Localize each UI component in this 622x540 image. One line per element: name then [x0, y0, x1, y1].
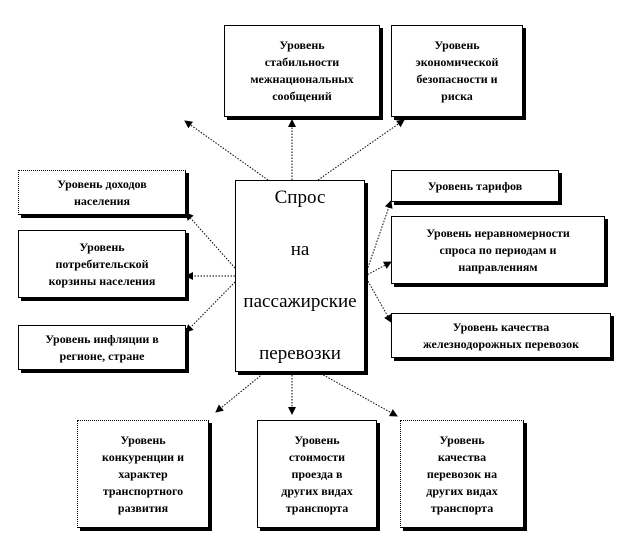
node-stability: Уровень стабильности межнациональных соо… [224, 25, 380, 117]
arrow-to-uneven-demand [364, 261, 392, 277]
node-rail-quality: Уровень качества железнодорожных перевоз… [391, 313, 611, 358]
arrow-to-competition [215, 371, 266, 413]
arrow-to-tariffs [364, 200, 393, 277]
node-other-quality: Уровень качества перевозок на других вид… [400, 420, 524, 528]
node-competition: Уровень конкуренции и характер транспорт… [77, 420, 209, 528]
arrow-to-econ-security [317, 119, 405, 181]
node-inflation: Уровень инфляции в регионе, стране [18, 325, 186, 370]
arrow-upleft [184, 120, 269, 181]
arrow-to-rail-quality [364, 275, 392, 323]
node-income: Уровень доходов населения [18, 170, 186, 215]
node-tariffs: Уровень тарифов [391, 170, 559, 202]
node-uneven-demand: Уровень неравномерности спроса по период… [391, 216, 605, 284]
node-consumer-basket: Уровень потребительской корзины населени… [18, 230, 186, 298]
node-other-cost: Уровень стоимости проезда в других видах… [257, 420, 377, 528]
arrow-to-other-quality [317, 371, 398, 417]
arrow-to-income [185, 212, 236, 269]
node-econ-security: Уровень экономической безопасности и рис… [391, 25, 523, 117]
arrow-to-inflation [185, 281, 236, 333]
node-demand: Спрос на пассажирские перевозки [235, 180, 365, 372]
